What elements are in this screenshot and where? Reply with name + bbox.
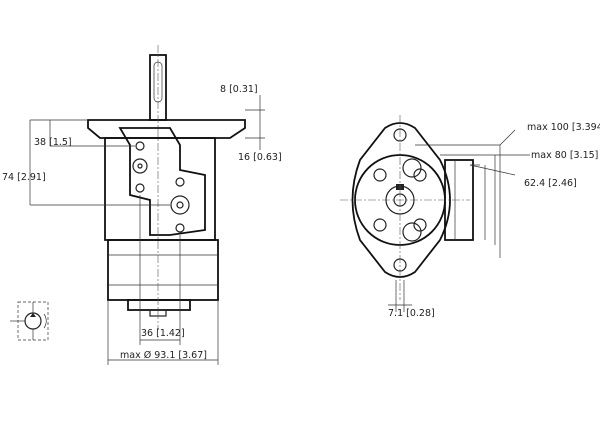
side-view	[29, 45, 265, 365]
front-view	[340, 115, 530, 312]
shaft-key	[153, 61, 163, 103]
dim-bolt-spacing: 62.4 [2.46]	[524, 178, 577, 189]
lower-housing	[107, 239, 219, 301]
port-block	[118, 127, 206, 236]
dim-max-port-width: max 80 [3.15]	[531, 150, 599, 161]
motor-body	[104, 137, 216, 241]
dim-center-offset: 7.1 [0.28]	[388, 308, 435, 319]
dim-max-diameter: max Ø 93.1 [3.67]	[120, 350, 207, 361]
dim-flange-height: 38 [1.5]	[34, 137, 72, 148]
mounting-flange	[87, 119, 246, 139]
end-cap	[127, 299, 191, 311]
dim-port-height: 74 [2.91]	[2, 172, 46, 183]
hydraulic-motor-symbol	[10, 301, 49, 341]
dim-port-spacing: 36 [1.42]	[141, 328, 185, 339]
dim-flange-thickness: 16 [0.63]	[238, 152, 282, 163]
dim-max-width: max 100 [3.394]	[527, 122, 600, 133]
dim-shaft-key: 8 [0.31]	[220, 84, 258, 95]
flange-outline	[351, 122, 451, 278]
